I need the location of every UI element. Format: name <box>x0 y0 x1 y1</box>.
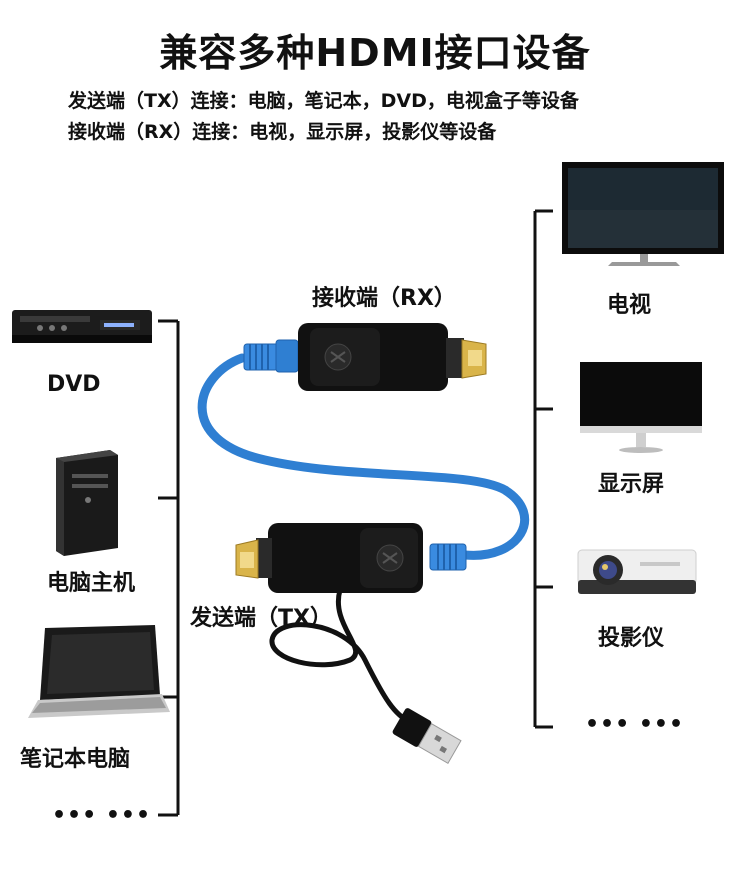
rx-extender-unit <box>298 323 487 391</box>
device-label-monitor: 显示屏 <box>598 472 665 497</box>
right-more-dots: ••• ••• <box>585 712 685 737</box>
dvd-player-icon <box>12 310 152 343</box>
laptop-icon <box>28 625 170 718</box>
desktop-tower-icon <box>56 450 118 556</box>
left-bracket <box>158 319 180 817</box>
device-label-laptop: 笔记本电脑 <box>20 747 131 772</box>
rx-description: 接收端（RX）连接：电视，显示屏，投影仪等设备 <box>68 121 497 143</box>
tx-unit-label: 发送端（TX） <box>190 606 332 631</box>
projector-icon <box>577 549 697 594</box>
rx-unit-label: 接收端（RX） <box>312 286 456 311</box>
tv-icon <box>562 162 724 266</box>
tx-extender-unit <box>235 523 423 593</box>
device-label-tv: 电视 <box>607 293 652 318</box>
tx-description: 发送端（TX）连接：电脑，笔记本，DVD，电视盒子等设备 <box>68 90 579 112</box>
device-label-desktop: 电脑主机 <box>47 571 136 596</box>
blue-cable <box>197 339 529 571</box>
usb-connector-icon <box>392 708 462 764</box>
device-label-projector: 投影仪 <box>598 626 665 651</box>
device-label-dvd: DVD <box>47 372 101 397</box>
left-more-dots: ••• ••• <box>52 803 152 828</box>
monitor-icon <box>580 362 702 453</box>
usb-cable <box>269 587 413 725</box>
page-title: 兼容多种HDMI接口设备 <box>159 31 591 75</box>
right-bracket <box>533 209 553 729</box>
